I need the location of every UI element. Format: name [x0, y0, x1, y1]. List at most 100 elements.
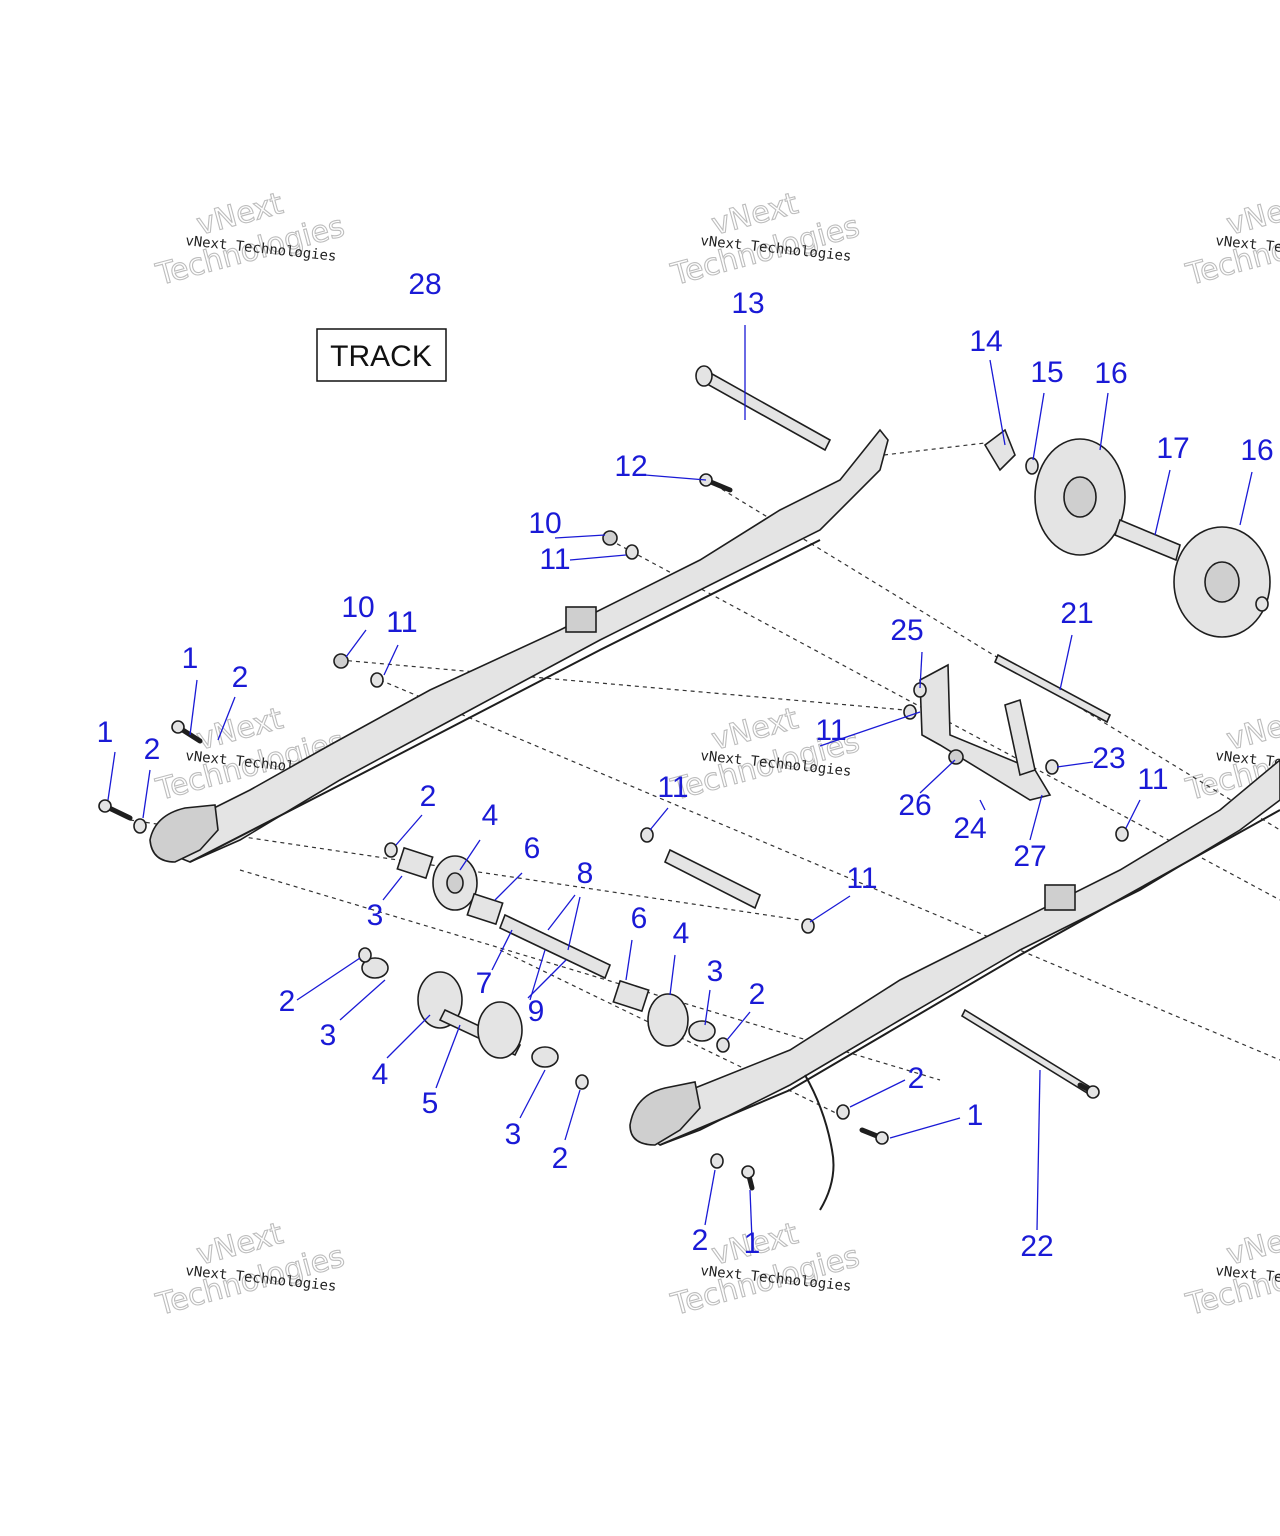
callout-3: 3	[505, 1118, 522, 1151]
callout-3: 3	[707, 955, 724, 988]
washer	[1255, 596, 1269, 612]
leader-line	[567, 896, 581, 951]
callout-2: 2	[692, 1224, 709, 1257]
callout-22: 22	[1020, 1230, 1053, 1263]
nut	[948, 749, 964, 765]
left-rail	[149, 428, 889, 863]
leader-line	[989, 359, 1006, 446]
leader-line	[382, 875, 403, 901]
track-label: TRACK	[330, 340, 432, 373]
callout-27: 27	[1013, 840, 1046, 873]
leader-line	[1056, 761, 1094, 768]
callout-13: 13	[731, 287, 764, 320]
leader-line	[749, 1189, 753, 1241]
leader-line	[919, 759, 956, 794]
callout-4: 4	[673, 917, 690, 950]
leader-line	[1154, 469, 1171, 536]
callout-24: 24	[953, 812, 986, 845]
callout-5: 5	[422, 1087, 439, 1120]
cross-shaft-parts	[361, 846, 762, 1068]
washer	[370, 672, 384, 688]
leader-line	[569, 554, 627, 561]
callout-3: 3	[320, 1019, 337, 1052]
callout-2: 2	[552, 1142, 569, 1175]
leader-line	[1036, 1069, 1041, 1231]
callout-7: 7	[476, 967, 493, 1000]
callout-3: 3	[367, 899, 384, 932]
callout-2: 2	[908, 1062, 925, 1095]
leader-line	[726, 1011, 751, 1041]
leader-line	[383, 644, 399, 676]
leader-line	[339, 979, 386, 1021]
callout-6: 6	[631, 902, 648, 935]
callout-11: 11	[539, 543, 570, 576]
leader-line	[386, 1014, 431, 1059]
leader-line	[529, 949, 546, 1001]
leader-line	[704, 1169, 716, 1226]
callout-16: 16	[1240, 434, 1273, 467]
bolt	[859, 1127, 889, 1145]
callout-11: 11	[386, 606, 417, 639]
hardware	[98, 473, 1269, 1191]
callout-2: 2	[144, 733, 161, 766]
leader-line	[494, 872, 523, 901]
washer	[358, 947, 372, 963]
callout-2: 2	[232, 661, 249, 694]
leader-line	[142, 769, 151, 819]
callout-1: 1	[182, 642, 199, 675]
bolt	[1077, 1082, 1100, 1099]
washer	[836, 1104, 850, 1120]
leader-line	[1239, 471, 1253, 526]
callout-26: 26	[898, 789, 931, 822]
leader-line	[527, 959, 567, 999]
leader-line	[979, 799, 986, 811]
nut	[333, 653, 349, 669]
leader-line	[459, 839, 481, 871]
leader-line	[395, 814, 423, 846]
leader-line	[644, 474, 707, 481]
leader-line	[519, 1069, 546, 1119]
callout-11: 11	[815, 714, 846, 747]
callout-21: 21	[1060, 597, 1093, 630]
bolt	[98, 799, 133, 821]
bolt	[699, 473, 733, 493]
callout-23: 23	[1092, 742, 1125, 775]
leader-line	[217, 696, 236, 741]
leader-line	[564, 1089, 581, 1141]
callout-10: 10	[341, 591, 374, 624]
leader-line	[1125, 799, 1141, 829]
leader-line	[1032, 392, 1045, 461]
leader-line	[849, 1079, 906, 1108]
leader-line	[919, 651, 923, 689]
callout-11: 11	[386, 606, 417, 639]
leader-line	[889, 1117, 961, 1139]
washer	[384, 842, 398, 858]
callout-1: 1	[967, 1099, 984, 1132]
leader-line	[1029, 794, 1043, 841]
leader-line	[669, 954, 676, 996]
callout-28: 28	[408, 268, 441, 301]
nut	[602, 530, 618, 546]
leader-line	[649, 807, 669, 831]
center-bracket	[919, 663, 1052, 801]
callout-6: 6	[524, 832, 541, 865]
callout-11: 11	[657, 771, 688, 804]
washer	[575, 1074, 589, 1090]
leader-line	[296, 957, 361, 1001]
callout-2: 2	[749, 978, 766, 1011]
callout-9: 9	[528, 995, 545, 1028]
washer	[801, 918, 815, 934]
leader-line	[809, 895, 851, 923]
washer	[133, 818, 147, 834]
leader-line	[189, 679, 198, 736]
leader-line	[554, 534, 606, 539]
leader-line	[345, 629, 367, 658]
callout-1: 1	[97, 716, 114, 749]
leader-line	[1099, 392, 1109, 451]
callout-1: 1	[744, 1227, 761, 1260]
